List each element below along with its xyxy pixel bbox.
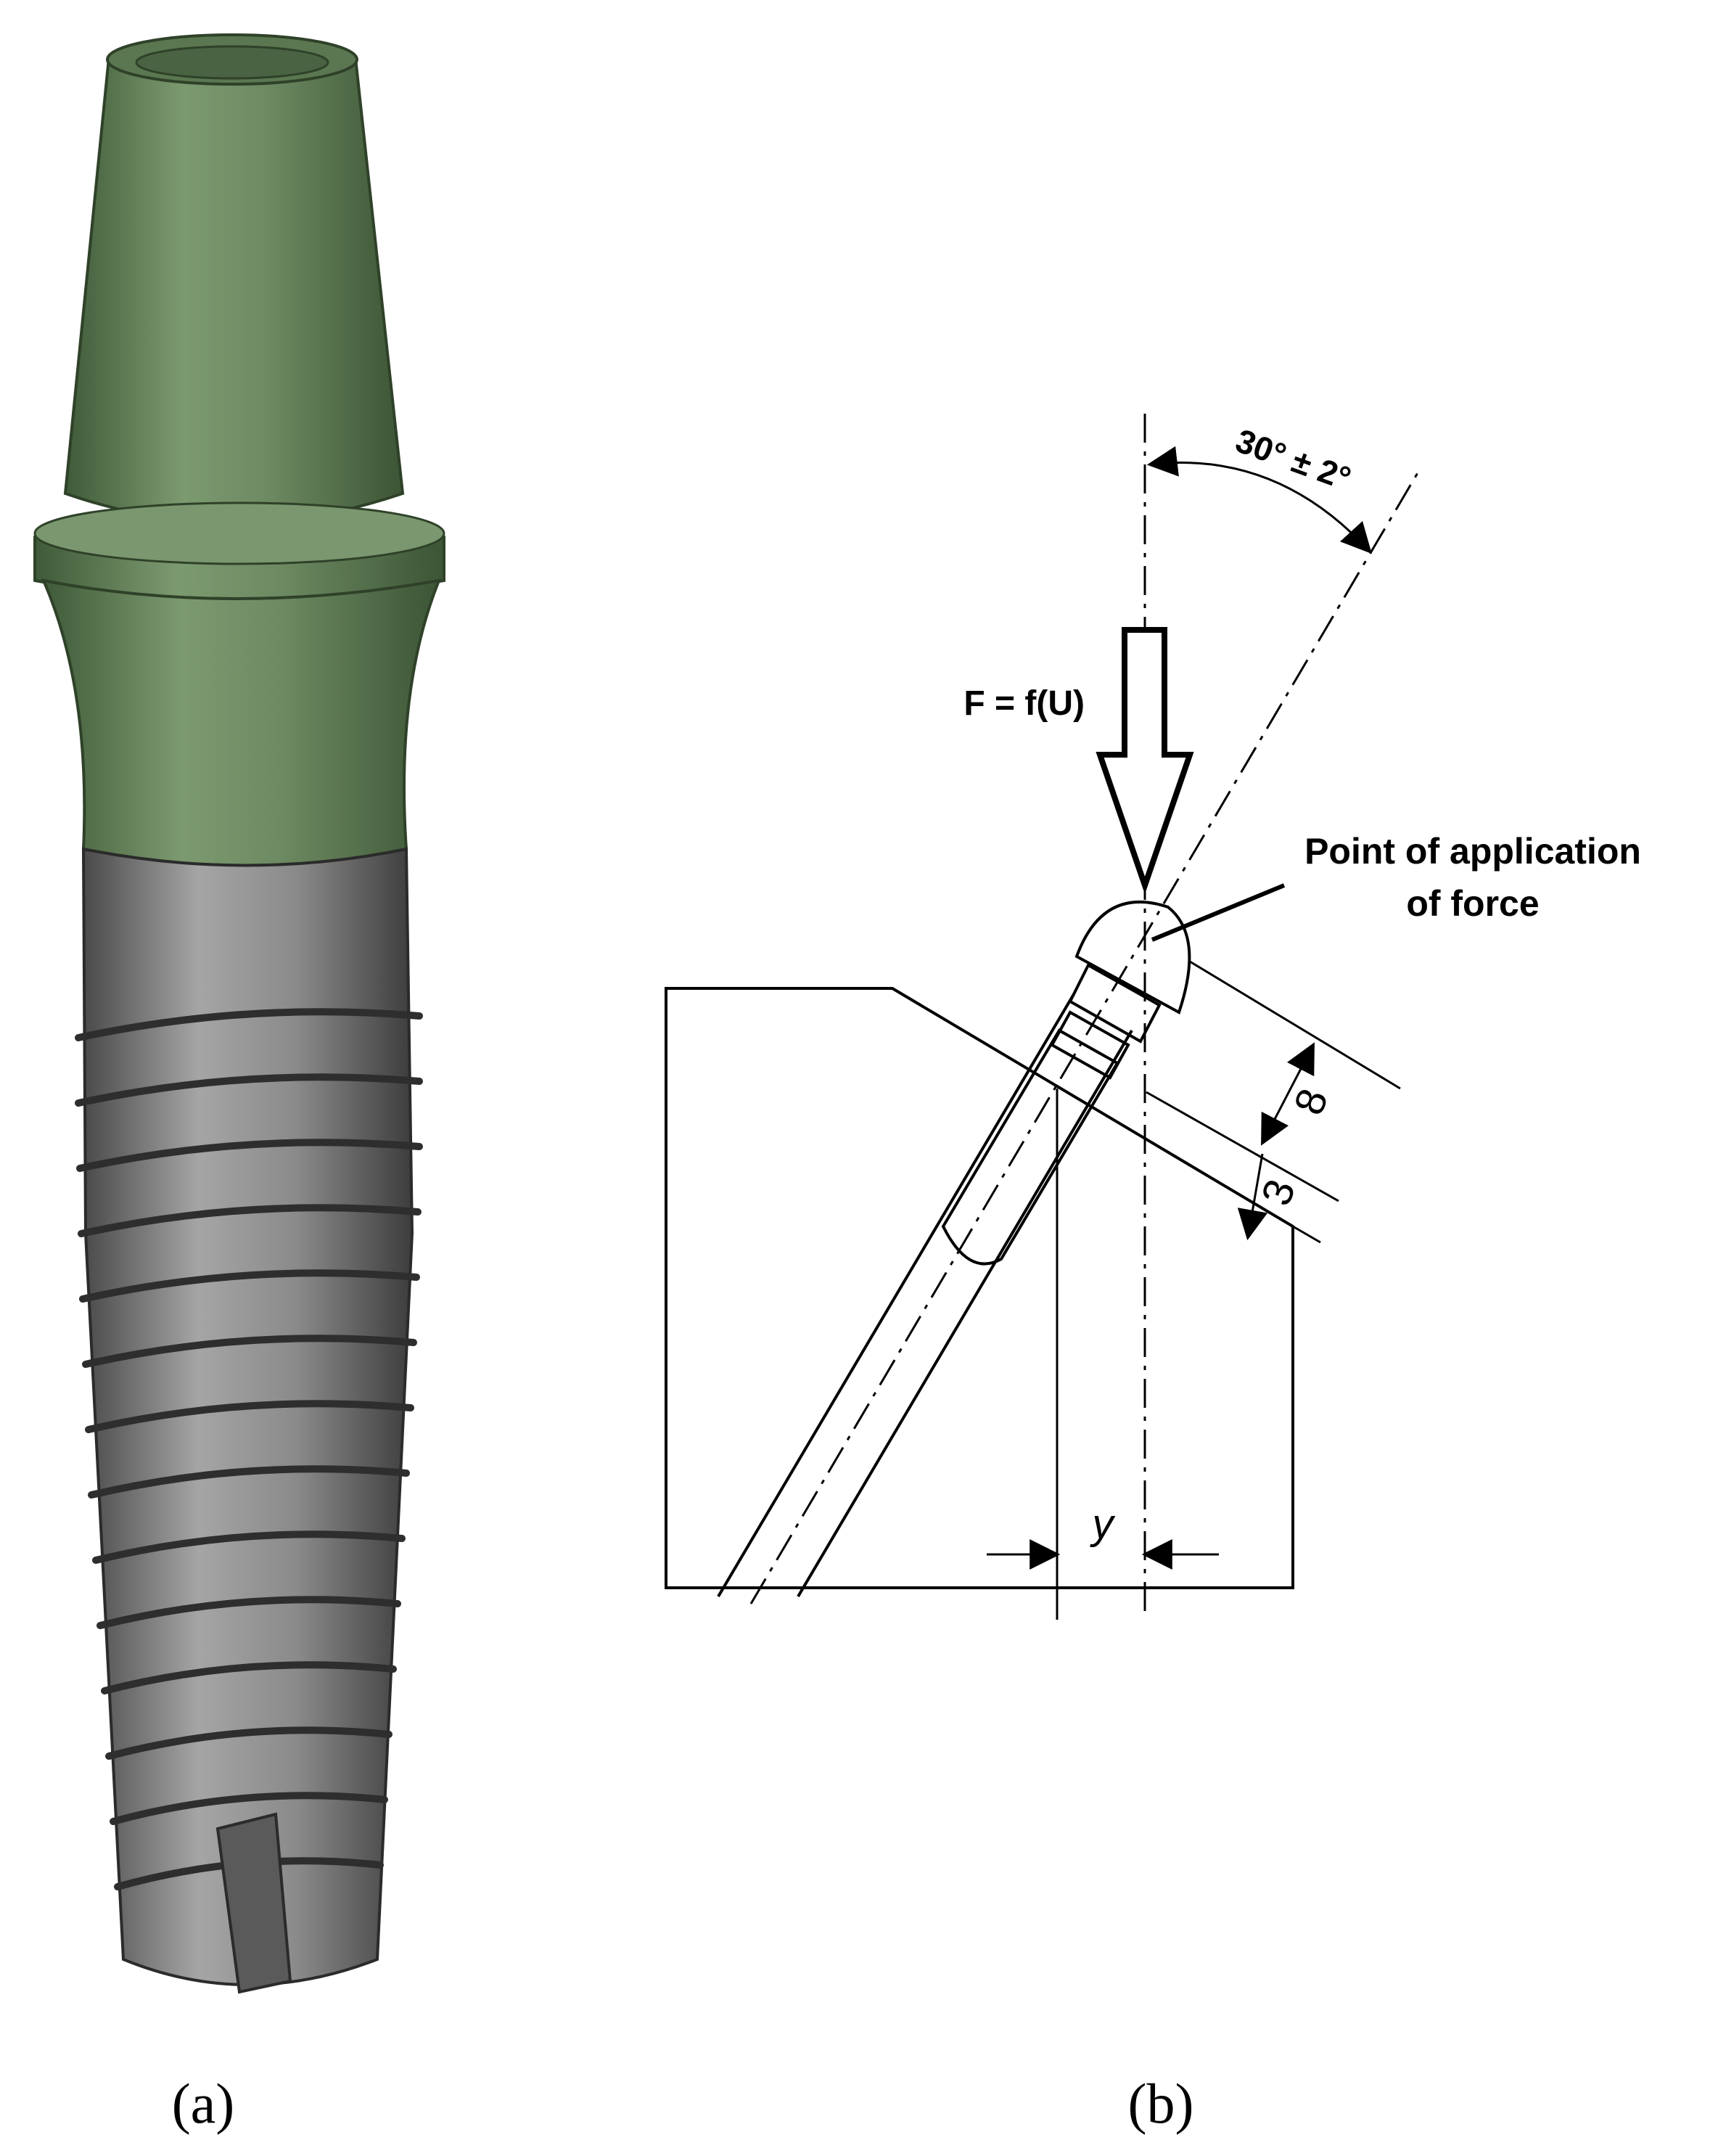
pointer-line xyxy=(1151,883,1286,942)
abutment-collar-top xyxy=(33,501,445,565)
dim-8-label: 8 xyxy=(1285,1083,1337,1121)
force-arrow xyxy=(1096,627,1194,895)
dim-arrow-3 xyxy=(1237,1153,1268,1241)
dim-y-label: y xyxy=(1090,1501,1116,1548)
holder-block xyxy=(665,987,1294,1589)
test-setup-drawing xyxy=(665,414,1420,1620)
force-label: F = f(U) xyxy=(963,684,1085,723)
dim-line-bot xyxy=(1292,1225,1321,1244)
point-label-line2: of force xyxy=(1406,883,1539,924)
angle-label: 30° ± 2° xyxy=(1231,422,1356,498)
abutment-top-hole xyxy=(135,45,329,80)
caption-b: (b) xyxy=(1128,2072,1194,2135)
abutment-outline xyxy=(941,1028,1119,1266)
implant-axis xyxy=(749,471,1420,1604)
implant-illustration: (a) xyxy=(33,33,445,2135)
implant-flute xyxy=(215,1812,292,1994)
caption-a: (a) xyxy=(172,2072,235,2135)
implant-edge-right xyxy=(797,1029,1133,1598)
dim-arrow-8 xyxy=(1261,1042,1315,1146)
angle-arc xyxy=(1146,446,1372,554)
point-label-line1: Point of application xyxy=(1304,831,1641,872)
implant-body xyxy=(81,847,414,1986)
connector-upper xyxy=(1068,963,1162,1044)
abutment-cone xyxy=(63,46,405,524)
dim-line-top xyxy=(1189,960,1401,1090)
connector-outline xyxy=(1050,1010,1130,1080)
abutment-flare xyxy=(41,578,442,867)
implant-edge-left xyxy=(717,993,1075,1598)
loading-cap xyxy=(1074,901,1191,1015)
dim-line-mid xyxy=(1146,1091,1339,1202)
